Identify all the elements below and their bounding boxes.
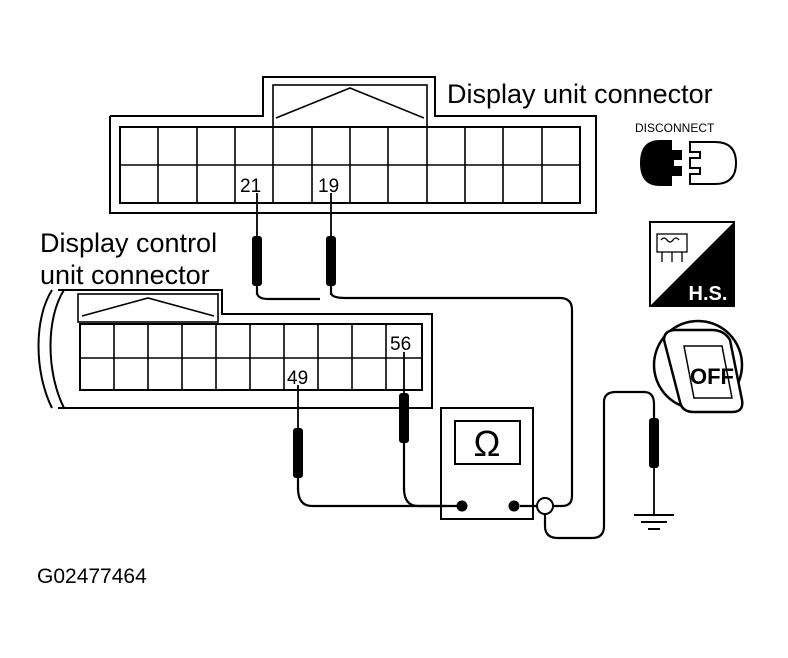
display-unit-connector-label: Display unit connector	[447, 79, 713, 109]
meter-terminal-left	[456, 500, 468, 512]
hs-label: H.S.	[689, 283, 728, 305]
ohm-symbol: Ω	[474, 423, 501, 464]
ground-icon	[634, 514, 674, 530]
display-unit-connector: 21 19	[109, 76, 597, 214]
pin-19-label: 19	[318, 176, 339, 197]
display-control-label-line2: unit connector	[40, 260, 210, 290]
display-unit-connector-grid	[157, 127, 543, 203]
pin-21-label: 21	[240, 176, 261, 197]
probe-pin-21	[252, 193, 262, 295]
meter-terminal-right	[508, 500, 520, 512]
probe-pin-49	[293, 385, 303, 490]
wire-junction	[536, 497, 554, 515]
wiring	[255, 292, 656, 540]
ohmmeter: Ω	[440, 407, 554, 520]
display-control-connector-grid	[113, 324, 387, 390]
probe-pin-19	[326, 193, 336, 295]
disconnect-icon: DISCONNECT	[635, 121, 738, 186]
ignition-off-icon: OFF	[652, 319, 744, 414]
display-control-label-line1: Display control	[40, 228, 217, 258]
probe-pin-56	[399, 352, 409, 490]
display-control-unit-connector: 49 56	[37, 289, 433, 409]
pin-49-label: 49	[287, 368, 308, 389]
disconnect-label: DISCONNECT	[635, 121, 715, 135]
off-label: OFF	[690, 364, 734, 389]
figure-id: G02477464	[37, 565, 147, 588]
ground-probe	[649, 418, 659, 514]
hs-icon: H.S.	[649, 221, 735, 307]
pin-56-label: 56	[390, 334, 411, 355]
